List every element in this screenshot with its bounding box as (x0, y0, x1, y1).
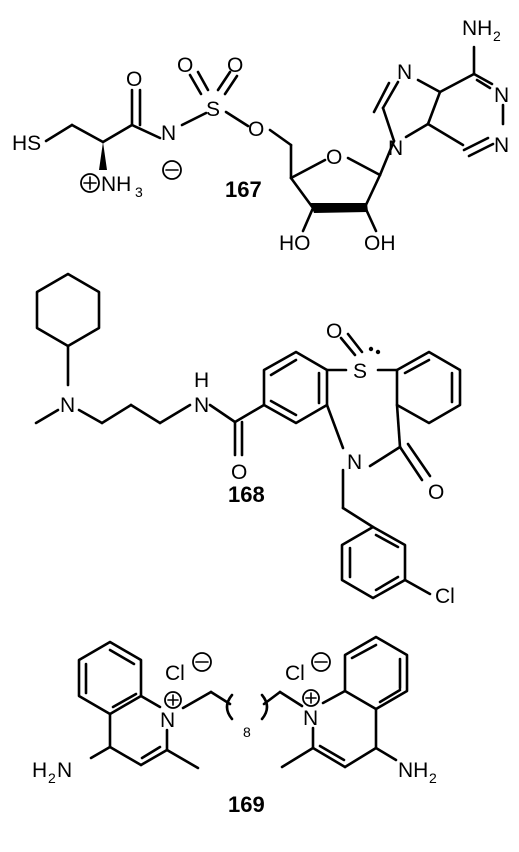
quinolinium-nitrogen-left: N (160, 709, 175, 732)
amino-left-h: H (32, 759, 47, 782)
compound-label-167: 167 (225, 177, 262, 202)
amide-nitrogen: N (194, 394, 209, 417)
lactam-nitrogen: N (347, 451, 362, 474)
compound-168: N H N O S O N O Cl 168 (34, 272, 462, 608)
sulfoxide-oxygen: O (326, 320, 342, 343)
amide-oxygen: O (231, 461, 247, 484)
thiol-atom: HS (12, 132, 41, 155)
hydroxyl-3: HO (279, 232, 311, 255)
amino-group: NH (462, 17, 492, 40)
quinolinium-nitrogen-right: N (303, 707, 318, 730)
ribose-oxygen: O (326, 146, 342, 169)
imidazole-n9: N (388, 137, 403, 160)
amide-hydrogen: H (194, 369, 209, 392)
sulfonyl-sulfur: S (206, 98, 220, 121)
chloride-1: Cl (165, 662, 185, 685)
compound-169: Cl Cl N N 8 H 2 N NH 2 169 (32, 635, 437, 817)
methylene-repeat-count: 8 (243, 724, 251, 740)
sulfonyl-oxygen-1: O (177, 54, 193, 77)
amide-nitrogen: N (161, 122, 176, 145)
chloride-2: Cl (285, 662, 305, 685)
compound-label-168: 168 (228, 482, 265, 507)
amino-left-n: N (57, 759, 72, 782)
pyrimidine-n1: N (494, 84, 509, 107)
tertiary-amine-n: N (60, 394, 75, 417)
chloro-substituent: Cl (435, 585, 455, 608)
lactam-oxygen: O (428, 481, 444, 504)
svg-text:2: 2 (429, 770, 437, 786)
ammonium-atom: NH (101, 173, 131, 196)
compound-label-169: 169 (228, 792, 265, 817)
svg-text:3: 3 (135, 184, 143, 200)
compound-167: HS NH 3 O N S O O O O HO OH NH 2 N N N N… (12, 17, 509, 255)
hydroxyl-2: OH (364, 232, 396, 255)
amino-right: NH (398, 759, 428, 782)
imidazole-n7: N (397, 61, 412, 84)
pyrimidine-n3: N (494, 134, 509, 157)
carbonyl-oxygen: O (126, 68, 142, 91)
sulfoxide-sulfur: S (353, 360, 367, 383)
sulfonyl-oxygen-2: O (227, 54, 243, 77)
svg-text:2: 2 (493, 28, 501, 44)
svg-text:2: 2 (48, 770, 56, 786)
ester-oxygen: O (248, 118, 264, 141)
